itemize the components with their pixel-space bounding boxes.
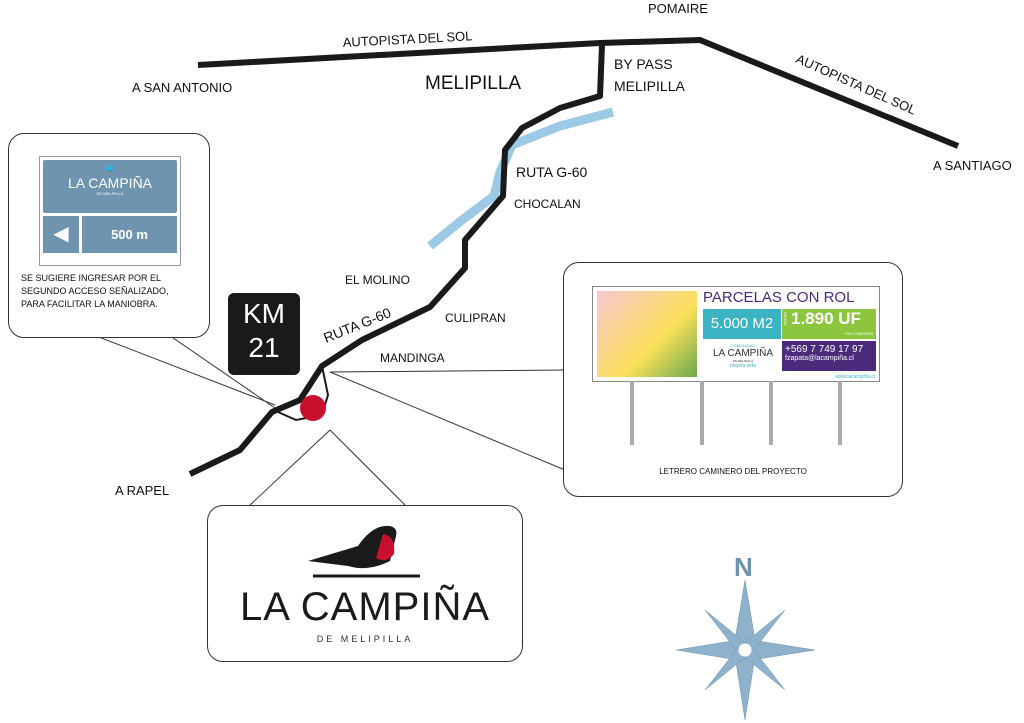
km-badge: KM 21: [228, 293, 300, 375]
compass-north-label: N: [734, 552, 753, 582]
community: COMUNIDAD: [730, 343, 756, 348]
billboard-callout: PARCELAS CON ROL 5.000 M2 DESDE 1.890 UF…: [563, 262, 903, 497]
brand-sub: DE MELIPILLA: [732, 359, 754, 363]
note-line: PARA FACILITAR LA MANIOBRA.: [21, 299, 158, 309]
billboard-post: [700, 381, 704, 445]
logo-brand: LA CAMPIÑA: [239, 585, 491, 629]
note-line: SE SUGIERE INGRESAR POR EL: [21, 273, 162, 283]
tagline: respira vida: [730, 363, 756, 369]
compass-rose-icon: [675, 579, 816, 721]
label-mandinga: MANDINGA: [380, 351, 445, 365]
billboard-caption: LETRERO CAMINERO DEL PROYECTO: [659, 467, 807, 476]
billboard-title: PARCELAS CON ROL: [703, 289, 855, 306]
label-melipilla: MELIPILLA: [425, 73, 521, 94]
km-value: 21: [248, 332, 280, 363]
brand: LA CAMPIÑA: [712, 348, 774, 359]
billboard-price-box: DESDE 1.890 UF SIN COMISION: [782, 309, 876, 339]
label-autopista-west: AUTOPISTA DEL SOL: [342, 28, 472, 50]
label-san-antonio: A SAN ANTONIO: [132, 80, 232, 95]
road-sign: 🐦 LA CAMPIÑA DE MELIPILLA ◀ 500 m: [39, 156, 181, 266]
label-pomaire: POMAIRE: [648, 1, 708, 16]
sign-distance: 500 m: [82, 216, 177, 253]
phone: +569 7 749 17 97: [785, 344, 864, 355]
label-el-molino: EL MOLINO: [345, 273, 410, 287]
price-prefix: DESDE: [783, 312, 788, 326]
label-culipran: CULIPRAN: [445, 311, 506, 325]
billboard: PARCELAS CON ROL 5.000 M2 DESDE 1.890 UF…: [592, 286, 880, 382]
logo-sub: DE MELIPILLA: [316, 634, 414, 644]
logo-callout: LA CAMPIÑA DE MELIPILLA: [207, 505, 523, 662]
billboard-post: [838, 381, 842, 445]
price-note: SIN COMISION: [844, 331, 873, 336]
web: www.lacampiña.cl: [835, 374, 875, 380]
project-location-marker[interactable]: [300, 395, 326, 421]
sign-brand: LA CAMPIÑA: [67, 175, 153, 191]
billboard-post: [769, 381, 773, 445]
note-line: SEGUNDO ACCESO SEÑALIZADO,: [21, 286, 169, 296]
river: [427, 107, 615, 250]
label-chocalan: CHOCALAN: [514, 197, 581, 211]
bird-icon: 🐦: [103, 164, 117, 175]
email: fzapata@lacampiña.cl: [785, 355, 854, 362]
billboard-post: [630, 381, 634, 445]
road-autopista-del-sol: [197, 36, 960, 149]
robin-bird-icon: [308, 525, 420, 578]
label-ruta-g60-north: RUTA G-60: [516, 164, 588, 180]
label-bypass: BY PASS: [614, 56, 673, 72]
sign-note: SE SUGIERE INGRESAR POR EL SEGUNDO ACCES…: [21, 272, 169, 311]
sign-sub: DE MELIPILLA: [96, 191, 124, 196]
label-bypass-melipilla: MELIPILLA: [614, 78, 685, 94]
km-label: KM: [243, 298, 285, 329]
sign-callout: 🐦 LA CAMPIÑA DE MELIPILLA ◀ 500 m SE SUG…: [8, 133, 210, 338]
road-ruta-g60: [188, 44, 605, 477]
billboard-logo: COMUNIDAD LA CAMPIÑA DE MELIPILLA respir…: [705, 343, 781, 369]
label-santiago: A SANTIAGO: [933, 158, 1012, 173]
billboard-contact: +569 7 749 17 97 fzapata@lacampiña.cl: [782, 341, 876, 371]
label-rapel: A RAPEL: [115, 483, 169, 498]
billboard-area: 5.000 M2: [703, 309, 781, 339]
billboard-photo: [597, 291, 697, 377]
arrow-left-icon: ◀: [43, 216, 79, 253]
price: 1.890 UF: [791, 309, 861, 328]
